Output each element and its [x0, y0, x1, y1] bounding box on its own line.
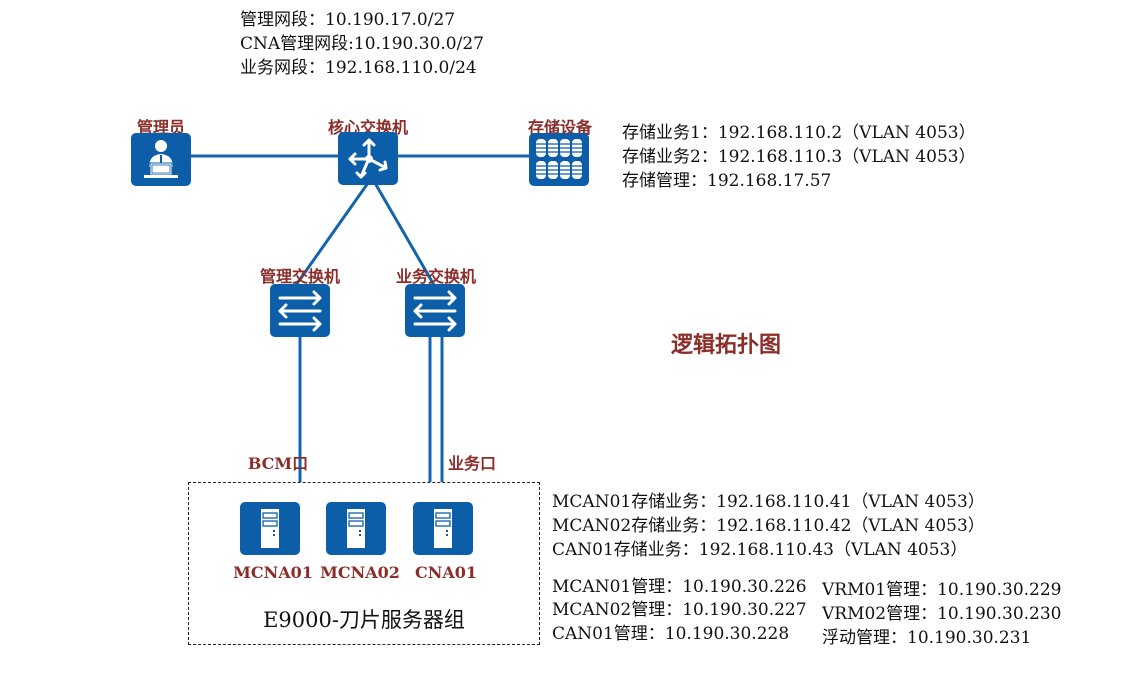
server-label-mcna02: MCNA02 [320, 563, 400, 582]
server-storage-mcan02: MCAN02存储业务：192.168.110.42（VLAN 4053） [552, 516, 985, 536]
storage-array-icon[interactable] [529, 133, 589, 186]
service-switch-icon[interactable] [405, 284, 465, 337]
server-group-title: E9000-刀片服务器组 [263, 608, 465, 632]
segment-mgmt: 管理网段：10.190.17.0/27 [240, 10, 456, 30]
segment-cna-mgmt: CNA管理网段:10.190.30.0/27 [240, 34, 484, 54]
server-icon-mcna02[interactable] [326, 502, 386, 555]
mgmt-switch-icon[interactable] [270, 284, 330, 337]
admin-label: 管理员 [136, 118, 186, 137]
mgmt-switch-label: 管理交换机 [259, 267, 341, 286]
storage-label: 存储设备 [527, 118, 593, 137]
server-label-mcna01: MCNA01 [233, 563, 313, 582]
server-mgmt-mcan02: MCAN02管理：10.190.30.227 [552, 600, 807, 620]
storage-service-1: 存储业务1：192.168.110.2（VLAN 4053） [622, 123, 976, 143]
floating-mgmt: 浮动管理：10.190.30.231 [822, 628, 1032, 648]
server-storage-can01: CAN01存储业务：192.168.110.43（VLAN 4053） [552, 540, 968, 560]
storage-mgmt: 存储管理：192.168.17.57 [622, 171, 832, 191]
segment-service: 业务网段：192.168.110.0/24 [240, 58, 477, 78]
server-icon-cna01[interactable] [413, 502, 473, 555]
link-core-mgmt-switch [294, 182, 370, 286]
admin-user-icon[interactable] [131, 133, 191, 186]
vrm01-mgmt: VRM01管理：10.190.30.229 [822, 580, 1062, 600]
server-mgmt-can01: CAN01管理：10.190.30.228 [552, 624, 790, 644]
server-mgmt-mcan01: MCAN01管理：10.190.30.226 [552, 577, 807, 597]
server-label-cna01: CNA01 [414, 563, 478, 582]
core-router-icon[interactable] [338, 132, 398, 185]
diagram-title: 逻辑拓扑图 [671, 332, 782, 358]
link-core-service-switch [373, 182, 436, 286]
server-storage-mcan01: MCAN01存储业务：192.168.110.41（VLAN 4053） [552, 492, 985, 512]
bcm-port-label: BCM口 [247, 454, 309, 473]
storage-service-2: 存储业务2：192.168.110.3（VLAN 4053） [622, 147, 976, 167]
vrm02-mgmt: VRM02管理：10.190.30.230 [822, 604, 1062, 624]
service-port-label: 业务口 [447, 454, 497, 473]
server-group-box [188, 482, 540, 645]
service-switch-label: 业务交换机 [395, 267, 477, 286]
server-icon-mcna01[interactable] [240, 502, 300, 555]
